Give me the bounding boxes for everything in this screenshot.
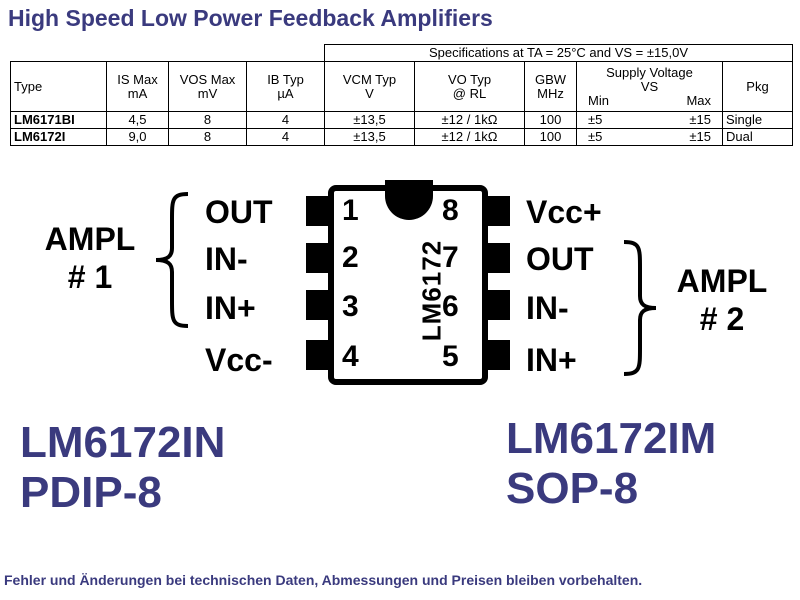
pin-label: IN- [205, 241, 248, 277]
pin-number: 2 [342, 241, 359, 274]
pin-number: 8 [442, 194, 459, 227]
part-right: LM6172IM SOP-8 [506, 414, 716, 514]
pin-label: IN+ [205, 290, 256, 326]
footer-disclaimer: Fehler und Änderungen bei technischen Da… [4, 572, 643, 588]
header-type: Type [10, 61, 107, 112]
ampl-2-label: AMPL # 2 [676, 263, 768, 337]
part-left-name: LM6172IN [20, 418, 226, 467]
pin-lead [306, 290, 330, 320]
pin-label: OUT [205, 194, 273, 230]
pin-lead [486, 340, 510, 370]
pin-lead [486, 243, 510, 273]
pin-number: 5 [442, 340, 459, 373]
spec-conditions: Specifications at TA = 25°C and VS = ±15… [324, 44, 793, 62]
pin-number: 3 [342, 290, 359, 323]
pin-label: OUT [526, 241, 594, 277]
spec-table: Specifications at TA = 25°C and VS = ±15… [10, 44, 793, 146]
pin-lead [486, 290, 510, 320]
pin-lead [306, 243, 330, 273]
chip-notch [385, 180, 433, 220]
header-vo: VO Typ@ RL [414, 61, 525, 112]
right-brace-icon [623, 240, 657, 376]
ampl-1-label: AMPL # 1 [44, 221, 136, 295]
pin-number: 4 [342, 340, 359, 373]
pin-label: Vcc+ [526, 194, 602, 230]
left-brace-icon [155, 192, 189, 328]
header-pkg: Pkg [722, 61, 793, 112]
pin-lead [306, 196, 330, 226]
pin-lead [486, 196, 510, 226]
pin-label: IN- [526, 290, 569, 326]
pin-lead [306, 340, 330, 370]
part-right-name: LM6172IM [506, 414, 717, 463]
table-row: LM6171BI 4,5 8 4 ±13,5 ±12 / 1kΩ 100 ±5±… [10, 111, 793, 129]
pin-number: 7 [442, 241, 459, 274]
part-right-package: SOP-8 [506, 464, 639, 513]
pin-number: 6 [442, 290, 459, 323]
part-left-package: PDIP-8 [20, 468, 162, 517]
page-title: High Speed Low Power Feedback Amplifiers [8, 5, 493, 31]
pin-number: 1 [342, 194, 359, 227]
pin-label: IN+ [526, 342, 577, 378]
table-row: LM6172I 9,0 8 4 ±13,5 ±12 / 1kΩ 100 ±5±1… [10, 128, 793, 146]
pin-label: Vcc- [205, 342, 273, 378]
part-left: LM6172IN PDIP-8 [20, 418, 225, 518]
